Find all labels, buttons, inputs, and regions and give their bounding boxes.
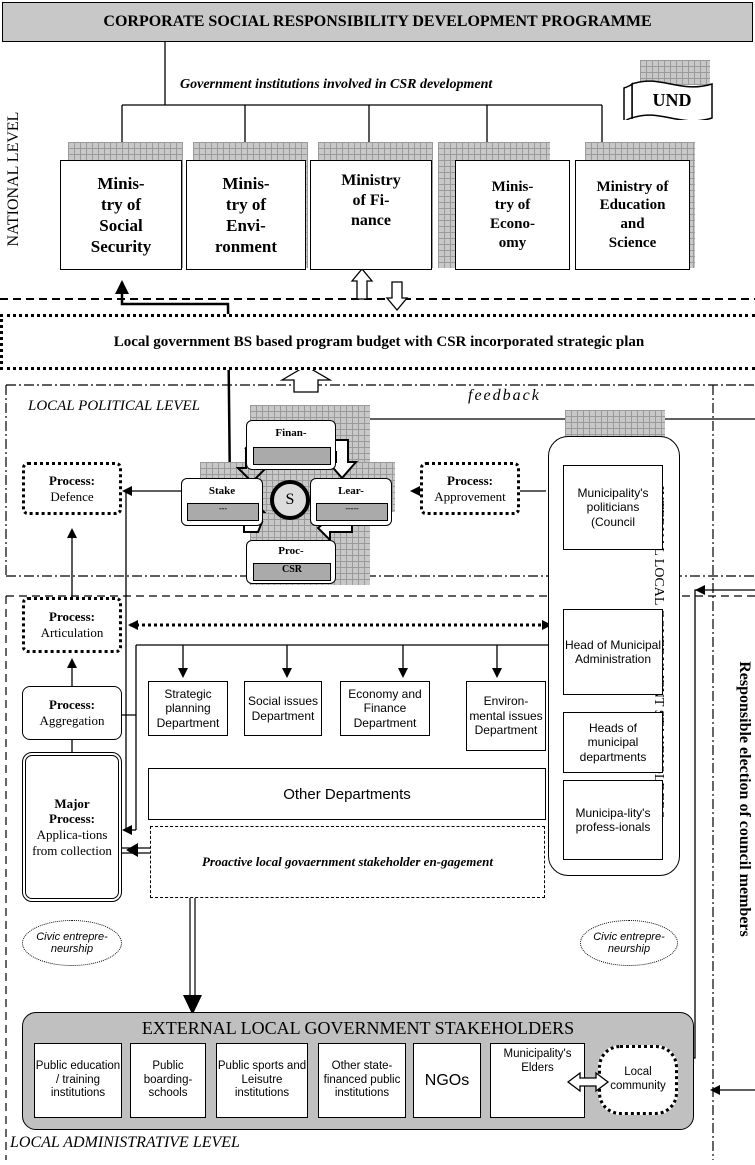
feedback-label: feedback [468,387,541,404]
ministry-social-security: Minis- try of Social Security [60,160,182,270]
external-ngos: NGOs [413,1043,481,1118]
dept-strategic-planning: Strategic planning Department [148,681,228,736]
internal-professionals: Municipa-lity's profess-ionals [563,780,663,860]
process-defence: Process:Defence [22,462,122,515]
bsc-process: Proc- CSR [246,540,336,584]
ministry-finance: Ministry of Fi- nance [310,160,432,270]
civic-entrepreneurship-left: Civic entrepre-neurship [22,920,122,966]
dept-environmental: Environ-mental issues Department [466,681,546,751]
major-process-applications: Major Process:Applica-tions from collect… [22,752,122,902]
external-sports-leisure: Public sports and Leisutre institutions [216,1043,308,1118]
ministry-economy: Minis- try of Econo- omy [455,160,570,270]
bsc-learning: Lear- ----- [310,478,392,526]
civic-entrepreneurship-right: Civic entrepre-neurship [580,920,678,966]
other-departments: Other Departments [148,768,546,820]
ministry-environment: Minis- try of Envi- ronment [186,160,306,270]
internal-politicians: Municipality's politicians (Council [563,465,663,550]
budget-banner: Local government BS based program budget… [0,314,755,370]
ministry-education-science: Ministry of Education and Science [575,160,690,270]
external-local-community: Local community [598,1045,678,1115]
gov-institutions-label: Government institutions involved in CSR … [180,77,493,92]
external-boarding-schools: Public boarding-schools [130,1043,206,1118]
responsible-election-label: Responsible election of council members [736,661,753,937]
dept-economy-finance: Economy and Finance Department [340,681,430,736]
programme-title: CORPORATE SOCIAL RESPONSIBILITY DEVELOPM… [2,2,753,42]
dept-social-issues: Social issues Department [244,681,322,736]
bsc-stakeholders: Stake --- [181,478,263,526]
local-political-level-label: LOCAL POLITICAL LEVEL [28,398,200,414]
external-public-education: Public education / training institutions [34,1043,122,1118]
internal-heads-departments: Heads of municipal departments [563,712,663,773]
external-other-state-institutions: Other state-financed public institutions [318,1043,406,1118]
local-administrative-level-label: LOCAL ADMINISTRATIVE LEVEL [10,1134,240,1151]
national-level-label: NATIONAL LEVEL [5,111,22,247]
bsc-strategy-circle: S [270,480,310,520]
proactive-engagement: Proactive local govaernment stakeholder … [150,826,545,898]
up-hollow-arrow-icon [350,267,374,300]
external-municipality-elders: Municipality's Elders [490,1043,585,1118]
und-flag: UND [610,60,718,120]
internal-head-administration: Head of Municipal Administration [563,609,663,695]
process-approvement: Process:Approvement [420,462,520,515]
process-aggregation: Process:Aggregation [22,686,122,740]
down-hollow-arrow-icon [385,281,409,312]
bsc-finance: Finan- [246,420,336,470]
external-stakeholders-title: EXTERNAL LOCAL GOVERNMENT STAKEHOLDERS [141,1018,575,1038]
und-label: UND [652,90,692,110]
process-articulation: Process:Articulation [22,597,122,653]
